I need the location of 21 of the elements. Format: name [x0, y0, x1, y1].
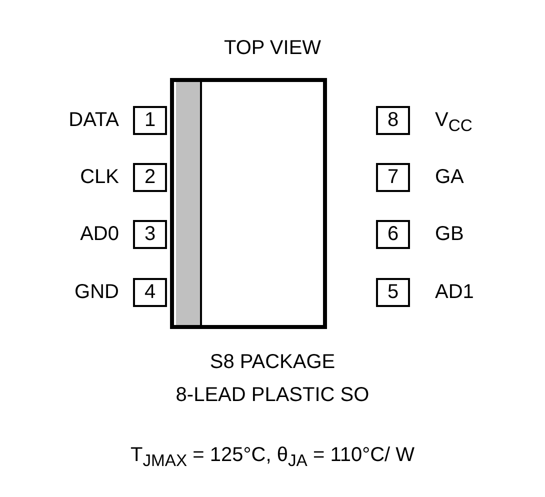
pin-number-box: 8	[376, 106, 410, 135]
pin-number-box: 2	[133, 163, 167, 192]
pin-number-box: 6	[376, 220, 410, 249]
package-label: 8-LEAD PLASTIC SO	[174, 383, 370, 407]
pin-name: AD1	[435, 280, 474, 304]
pin-number-box: 3	[133, 220, 167, 249]
view-title: TOP VIEW	[222, 36, 322, 60]
pin-name: AD0	[80, 222, 119, 246]
pin-name: GB	[435, 222, 464, 246]
pin-number-box: 1	[133, 106, 167, 135]
pin-name: DATA	[68, 108, 119, 132]
pin-name: GND	[74, 280, 119, 304]
pin-number-box: 7	[376, 163, 410, 192]
package-label: S8 PACKAGE	[208, 350, 336, 374]
thermal-note: T$_{JMAX}$ = 125°C, θ$_{JA}$ = 110°C/ W	[129, 443, 416, 472]
pin-number-box: 4	[133, 278, 167, 307]
pin-name: GA	[435, 165, 464, 189]
pin-name: CLK	[80, 165, 119, 189]
pin-number-box: 5	[376, 278, 410, 307]
package-body	[170, 78, 327, 329]
pin-name: V$_{CC}$	[435, 108, 472, 137]
